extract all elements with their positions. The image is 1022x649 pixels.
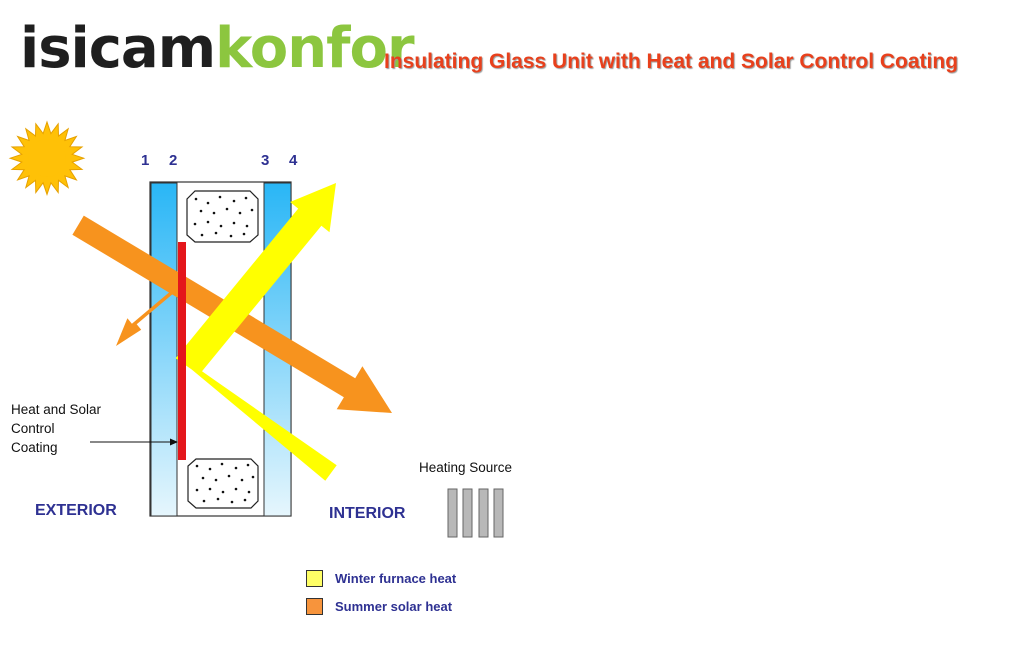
coating-label-line-1: Heat and Solar bbox=[11, 402, 102, 417]
legend-swatch-summer bbox=[306, 598, 323, 615]
surface-number-3: 3 bbox=[261, 152, 270, 169]
surface-number-1: 1 bbox=[141, 152, 150, 169]
logo-part2: konfor bbox=[215, 16, 415, 81]
reflected-solar-heat-arrow bbox=[116, 282, 186, 346]
interior-label: INTERIOR bbox=[329, 505, 406, 522]
coating-label: Heat and Solar Control Coating bbox=[11, 400, 121, 457]
legend-label-summer: Summer solar heat bbox=[335, 599, 453, 614]
heater-icon bbox=[447, 488, 504, 538]
coating-label-line-2: Control bbox=[11, 421, 55, 436]
winter-furnace-heat-arrow bbox=[175, 183, 337, 481]
legend-item-winter: Winter furnace heat bbox=[306, 570, 456, 587]
legend-swatch-winter bbox=[306, 570, 323, 587]
coating-pointer bbox=[90, 438, 178, 446]
logo-part1: isicam bbox=[20, 16, 216, 81]
surface-number-2: 2 bbox=[169, 152, 178, 169]
page-title: Insulating Glass Unit with Heat and Sola… bbox=[384, 50, 959, 73]
surface-number-4: 4 bbox=[289, 152, 298, 169]
bottom-spacer bbox=[187, 458, 259, 509]
legend-label-winter: Winter furnace heat bbox=[335, 571, 457, 586]
solar-control-coating bbox=[178, 242, 186, 460]
exterior-label: EXTERIOR bbox=[35, 502, 117, 519]
outer-glass-pane bbox=[150, 182, 178, 517]
logo: isicamkonfor bbox=[20, 14, 415, 84]
heating-source-label: Heating Source bbox=[419, 460, 513, 475]
coating-label-line-3: Coating bbox=[11, 440, 58, 455]
top-spacer bbox=[186, 190, 259, 243]
legend-item-summer: Summer solar heat bbox=[306, 598, 452, 615]
sun-icon bbox=[8, 120, 86, 196]
